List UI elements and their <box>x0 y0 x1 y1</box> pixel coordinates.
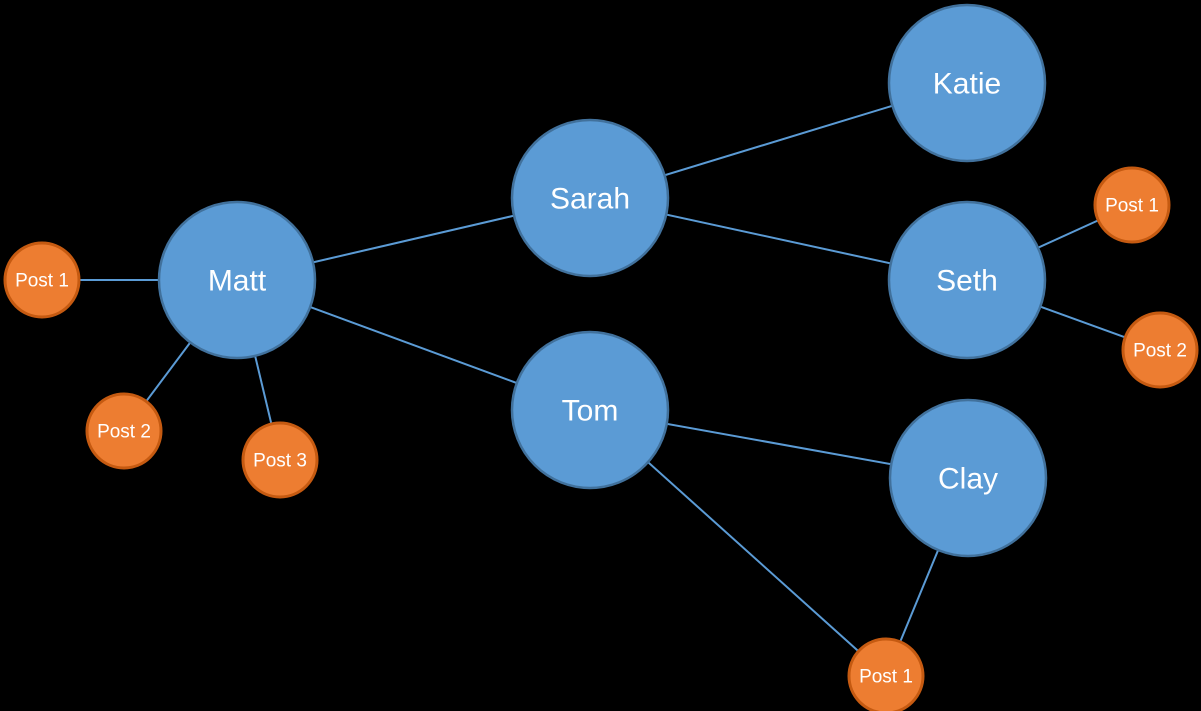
node-sarah[interactable]: Sarah <box>510 118 670 278</box>
person-circle[interactable] <box>887 200 1047 360</box>
person-circle[interactable] <box>888 398 1048 558</box>
person-circle[interactable] <box>510 118 670 278</box>
person-circle[interactable] <box>887 3 1047 163</box>
node-matt-post-1[interactable]: Post 1 <box>3 241 81 319</box>
node-seth-post-2[interactable]: Post 2 <box>1121 311 1199 389</box>
node-tom-clay-post-1[interactable]: Post 1 <box>847 637 925 711</box>
person-circle[interactable] <box>510 330 670 490</box>
node-matt-post-3[interactable]: Post 3 <box>241 421 319 499</box>
person-circle[interactable] <box>157 200 317 360</box>
post-circle[interactable] <box>241 421 319 499</box>
post-circle[interactable] <box>1093 166 1171 244</box>
post-circle[interactable] <box>847 637 925 711</box>
node-katie[interactable]: Katie <box>887 3 1047 163</box>
node-seth[interactable]: Seth <box>887 200 1047 360</box>
post-circle[interactable] <box>3 241 81 319</box>
node-seth-post-1[interactable]: Post 1 <box>1093 166 1171 244</box>
post-circle[interactable] <box>85 392 163 470</box>
node-clay[interactable]: Clay <box>888 398 1048 558</box>
node-matt[interactable]: Matt <box>157 200 317 360</box>
node-matt-post-2[interactable]: Post 2 <box>85 392 163 470</box>
node-tom[interactable]: Tom <box>510 330 670 490</box>
post-circle[interactable] <box>1121 311 1199 389</box>
